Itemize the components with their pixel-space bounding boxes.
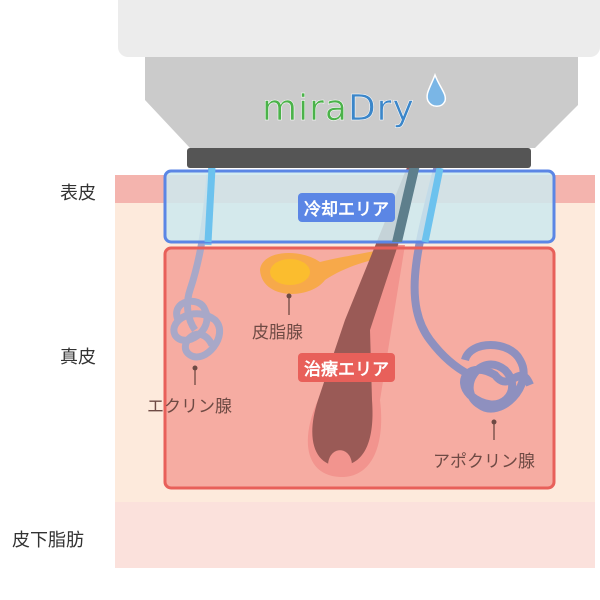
hair-shaft-in-cooling (392, 165, 420, 242)
device-head (145, 57, 578, 148)
water-drop-icon (426, 72, 447, 107)
eccrine-duct-in-cooling (204, 167, 216, 243)
device-plate (187, 148, 531, 168)
logo-mira: mira (262, 88, 348, 130)
logo-text: miraDry (262, 88, 415, 130)
pointer-dot-sebaceous (286, 293, 292, 299)
apocrine-gland (460, 341, 534, 413)
logo-dry: Dry (347, 88, 415, 130)
treatment-zone-label: 治療エリア (298, 353, 395, 382)
eccrine-gland (170, 297, 224, 361)
layer-label-dermis: 真皮 (60, 347, 96, 368)
sebaceous-gland-label: 皮脂腺 (252, 323, 303, 343)
eccrine-gland-label: エクリン腺 (147, 397, 232, 417)
pointer-lines (194, 296, 495, 440)
subcutaneous-layer (115, 502, 595, 568)
layer-label-epidermis: 表皮 (60, 183, 96, 204)
apocrine-gland-label: アポクリン腺 (433, 452, 535, 472)
pointer-dot-eccrine (192, 365, 198, 371)
layer-label-subcutaneous: 皮下脂肪 (12, 530, 84, 551)
sebaceous-core (270, 259, 310, 285)
cooling-zone-label: 冷却エリア (298, 193, 395, 222)
miradry-logo: miraDry (262, 88, 415, 130)
dermal-papilla (328, 450, 352, 466)
apocrine-duct-in-cooling (421, 167, 444, 243)
device-top (118, 0, 600, 57)
treatment-zone (163, 246, 556, 490)
pointer-dot-apocrine (491, 419, 497, 425)
